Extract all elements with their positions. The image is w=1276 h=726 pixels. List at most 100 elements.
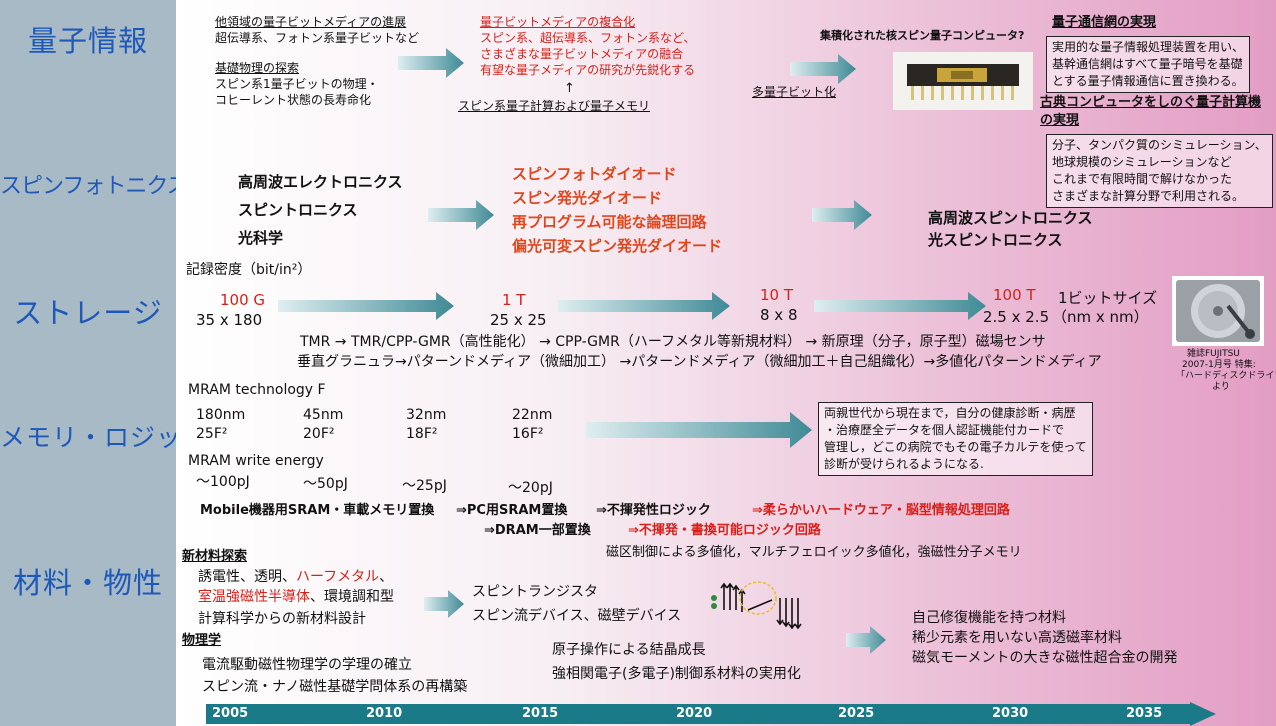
spinphotonics-right-item: 高周波スピントロニクス: [928, 209, 1093, 227]
materials-right-item: 自己修復機能を持つ材料: [912, 610, 1066, 626]
quantum-beyond-box: 分子、タンパク質のシミュレーション、 地球規模のシミュレーションなど これまで有…: [1046, 134, 1273, 208]
right-arrow-icon: [814, 292, 986, 320]
quantum-multi-qubit: 多量子ビット化: [752, 85, 837, 99]
quantum-integrated-question: 集積化された核スピン量子コンピュータ?: [820, 29, 1025, 42]
progress-arrow: [790, 54, 856, 84]
quantum-hybrid-line3: 有望な量子メディアの研究が先鋭化する: [480, 63, 696, 77]
mram-technology-label: MRAM technology F: [188, 382, 326, 398]
materials-mid-line1: スピントランジスタ: [472, 584, 598, 600]
chip-photo: [893, 52, 1033, 110]
materials-text: 誘電性、透明、: [198, 569, 296, 585]
beyond-box-line: 地球規模のシミュレーションなど: [1052, 155, 1232, 169]
mram-energy: 〜100pJ: [196, 474, 250, 490]
mram-write-energy-label: MRAM write energy: [188, 453, 324, 469]
hard-disk-icon: [1176, 280, 1260, 342]
quantum-hybrid-line1: スピン系、超伝導系、フォトン系など、: [480, 31, 696, 45]
materials-new-line2: 室温強磁性半導体、環境調和型: [198, 587, 394, 607]
spinphotonics-mid-item: スピン発光ダイオード: [512, 189, 663, 207]
beyond-box-line: 分子、タンパク質のシミュレーション、: [1052, 138, 1267, 152]
timeline-year: 2005: [212, 706, 249, 721]
quantum-hybrid-title: 量子ビットメディアの複合化: [480, 15, 636, 29]
spinphotonics-mid-item: スピンフォトダイオード: [512, 165, 677, 183]
mram-node-nm: 180nm: [196, 407, 246, 423]
timeline-year: 2010: [366, 706, 403, 721]
replace-pc-sram: ⇒PC用SRAM置換: [456, 503, 568, 518]
materials-right-item: 稀少元素を用いない高透磁率材料: [912, 630, 1122, 646]
health-box-line: ・治療歴全データを個人認証機能付カードで: [824, 423, 1065, 437]
right-arrow-icon: [278, 292, 454, 320]
category-quantum: 量子情報: [27, 24, 148, 58]
right-arrow-icon: [586, 412, 812, 448]
timeline-year: 2035: [1126, 706, 1163, 721]
beyond-box-line: これまで有限時間で解けなかった: [1052, 172, 1233, 186]
category-memory-logic: メモリ・ロジック: [0, 423, 209, 452]
timeline-bar: [206, 702, 1216, 726]
mram-node-f: 18F²: [406, 426, 438, 442]
storage-media-line: 垂直グラニュラ→パターンドメディア（微細加工） →パターンドメディア（微細加工＋…: [297, 354, 1102, 370]
progress-arrow: [558, 292, 730, 320]
storage-density: 1 T: [502, 291, 526, 309]
timeline-year: 2020: [676, 706, 713, 721]
rewritable-logic-circuit: ⇒不揮発・書換可能ロジック回路: [628, 523, 821, 538]
materials-right-item: 磁気モーメントの大きな磁性超合金の開発: [912, 650, 1178, 666]
materials-text: 、: [379, 569, 394, 585]
storage-density: 100 G: [220, 291, 266, 309]
spinphotonics-left-item: 高周波エレクトロニクス: [238, 173, 403, 191]
category-spinphotonics: スピンフォトニクス: [0, 174, 189, 199]
quantum-spin-qc-memory: スピン系量子計算および量子メモリ: [458, 99, 651, 113]
soft-hardware-brain-circuit: ⇒柔らかいハードウェア・脳型情報処理回路: [752, 503, 1010, 518]
storage-density: 100 T: [993, 286, 1036, 304]
progress-arrow: [398, 48, 464, 78]
beyond-box-line: さまざまな計算分野で利用される。: [1052, 189, 1245, 203]
network-box-line: 基幹通信網はすべて量子暗号を基礎: [1052, 57, 1243, 71]
quantum-topic1-sub: 超伝導系、フォトン系量子ビットなど: [215, 31, 420, 45]
right-arrow-icon: [398, 48, 464, 78]
timeline-year: 2030: [992, 706, 1029, 721]
category-materials: 材料・物性: [12, 566, 163, 600]
mram-energy: 〜50pJ: [303, 476, 348, 492]
materials-new-line1: 誘電性、透明、ハーフメタル、: [198, 567, 393, 587]
hdd-photo: [1172, 276, 1264, 346]
spin-arrows-icon: [711, 581, 802, 630]
materials-phys-line1: 電流駆動磁性物理学の学理の確立: [202, 657, 412, 673]
up-arrow-glyph: ↑: [564, 81, 575, 96]
multilevel-memory: 磁区制御による多値化，マルチフェロイック多値化，強磁性分子メモリ: [606, 545, 1022, 560]
quantum-beyond-title-1: 古典コンピュータをしのぐ量子計算機: [1040, 95, 1262, 110]
mram-node-f: 25F²: [196, 426, 228, 442]
materials-phys-line2: スピン流・ナノ磁性基礎学問体系の再構築: [202, 679, 468, 695]
quantum-network-box: 実用的な量子情報処理装置を用い、 基幹通信網はすべて量子暗号を基礎 とする量子情…: [1046, 36, 1251, 93]
storage-bit-size-unit: （nm x nm）: [1052, 308, 1149, 326]
progress-arrow: [428, 200, 494, 230]
right-arrow-icon: [790, 54, 856, 84]
spinphotonics-left-item: スピントロニクス: [238, 201, 358, 219]
mram-node-nm: 32nm: [406, 407, 447, 423]
storage-bit-size: 25 x 25: [490, 311, 547, 329]
health-record-box: 両親世代から現在まで，自分の健康診断・病歴 ・治療歴全データを個人認証機能付カー…: [818, 402, 1093, 476]
half-metal-text: ハーフメタル: [296, 569, 380, 585]
network-box-line: とする量子情報通信に置き換わる。: [1052, 74, 1244, 88]
mram-node-nm: 45nm: [303, 407, 344, 423]
timeline-year: 2025: [838, 706, 875, 721]
progress-arrow: [586, 412, 812, 448]
right-arrow-icon: [558, 292, 730, 320]
storage-bit-size: 2.5 x 2.5: [983, 308, 1050, 326]
mram-energy: 〜25pJ: [402, 478, 447, 494]
materials-phys-title: 物理学: [182, 633, 222, 648]
right-arrow-icon: [812, 200, 872, 230]
spinphotonics-right-item: 光スピントロニクス: [928, 231, 1063, 249]
category-sidebar: 量子情報 スピンフォトニクス ストレージ メモリ・ロジック 材料・物性: [0, 0, 209, 726]
quantum-beyond-title-2: の実現: [1040, 113, 1080, 128]
roadmap-area: [176, 0, 1276, 726]
quantum-topic1-title: 他領域の量子ビットメディアの進展: [215, 15, 407, 29]
mram-energy: 〜20pJ: [508, 480, 553, 496]
quantum-network-title: 量子通信網の実現: [1052, 15, 1157, 30]
storage-bit-size-label: 1ビットサイズ: [1058, 289, 1158, 307]
mram-node-nm: 22nm: [512, 407, 553, 423]
replace-dram: ⇒DRAM一部置換: [484, 523, 591, 538]
quantum-hybrid-line2: さまざまな量子ビットメディアの融合: [480, 47, 684, 61]
chip-icon: [907, 64, 1019, 100]
health-box-line: 管理し，どこの病院でもその電子カルテを使って: [824, 440, 1087, 454]
health-box-line: 診断が受けられるようになる.: [824, 457, 984, 471]
progress-arrow: [812, 200, 872, 230]
